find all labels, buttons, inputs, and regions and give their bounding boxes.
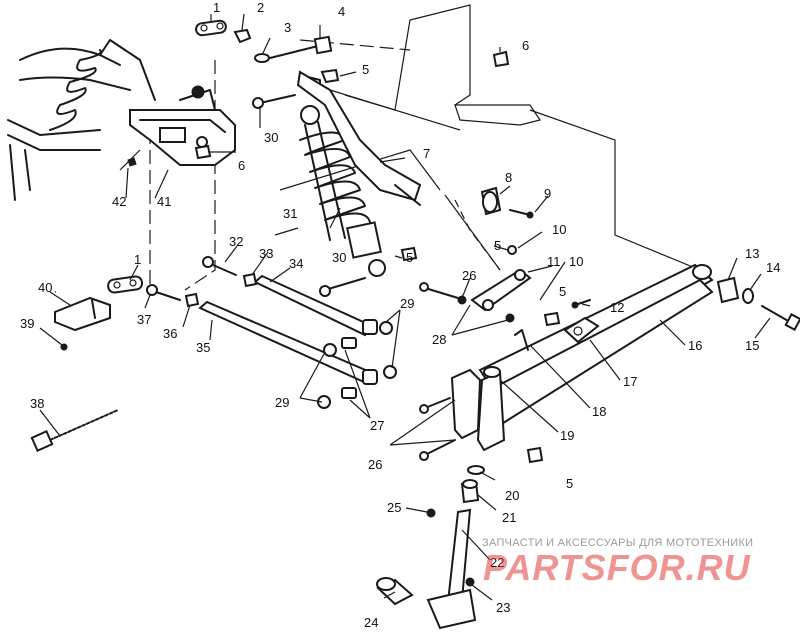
- upper-bracket: [296, 70, 422, 206]
- callout-26: 26: [462, 268, 476, 283]
- left-small-parts: [30, 256, 258, 452]
- callout-38: 38: [30, 396, 44, 411]
- callout-11: 11: [547, 254, 561, 269]
- callout-22: 22: [490, 555, 504, 570]
- callout-5: 5: [494, 238, 501, 253]
- callout-33: 33: [259, 246, 273, 261]
- callout-29: 29: [275, 395, 289, 410]
- callout-5: 5: [362, 62, 369, 77]
- callout-21: 21: [502, 510, 516, 525]
- callout-13: 13: [745, 246, 759, 261]
- callout-5: 5: [566, 476, 573, 491]
- callout-41: 41: [157, 194, 171, 209]
- watermark-logo: PARTSFOR.RU: [483, 547, 751, 588]
- callout-3: 3: [284, 20, 291, 35]
- callout-34: 34: [289, 256, 303, 271]
- callout-7: 7: [423, 146, 430, 161]
- background-suspension: [7, 39, 156, 201]
- callout-25: 25: [387, 500, 401, 515]
- callout-23: 23: [496, 600, 510, 615]
- callout-40: 40: [38, 280, 52, 295]
- callout-32: 32: [229, 234, 243, 249]
- callout-20: 20: [505, 488, 519, 503]
- callout-29: 29: [400, 296, 414, 311]
- callout-17: 17: [623, 374, 637, 389]
- callout-16: 16: [688, 338, 702, 353]
- fasteners-top: [119, 19, 510, 171]
- callout-28: 28: [432, 332, 446, 347]
- callout-12: 12: [610, 300, 624, 315]
- callouts: 1 2 3 4 5 6 6 7 8 9 10 5 11 10 5 12 13 1…: [20, 0, 780, 630]
- callout-1: 1: [213, 0, 220, 15]
- callout-19: 19: [560, 428, 574, 443]
- callout-30: 30: [332, 250, 346, 265]
- fasteners-mid: [319, 186, 591, 327]
- callout-5: 5: [559, 284, 566, 299]
- callout-10: 10: [569, 254, 583, 269]
- mount-bracket: [129, 85, 236, 166]
- callout-2: 2: [257, 0, 264, 15]
- callout-37: 37: [137, 312, 151, 327]
- callout-1: 1: [134, 252, 141, 267]
- callout-24: 24: [364, 615, 378, 630]
- callout-15: 15: [745, 338, 759, 353]
- leader-lines: [39, 13, 771, 601]
- callout-4: 4: [338, 4, 345, 19]
- watermark-tagline: ЗАПЧАСТИ И АКСЕССУАРЫ ДЛЯ МОТОТЕХНИКИ: [482, 537, 754, 549]
- callout-18: 18: [592, 404, 606, 419]
- torque-arms: [198, 274, 397, 409]
- callout-6: 6: [238, 158, 245, 173]
- callout-27: 27: [370, 418, 384, 433]
- callout-6: 6: [522, 38, 529, 53]
- callout-42: 42: [112, 194, 126, 209]
- callout-35: 35: [196, 340, 210, 355]
- callout-10: 10: [552, 222, 566, 237]
- callout-39: 39: [20, 316, 34, 331]
- callout-5: 5: [406, 250, 413, 265]
- callout-9: 9: [544, 186, 551, 201]
- callout-31: 31: [283, 206, 297, 221]
- callout-14: 14: [766, 260, 780, 275]
- callout-30: 30: [264, 130, 278, 145]
- callout-26: 26: [368, 457, 382, 472]
- callout-36: 36: [163, 326, 177, 341]
- callout-8: 8: [505, 170, 512, 185]
